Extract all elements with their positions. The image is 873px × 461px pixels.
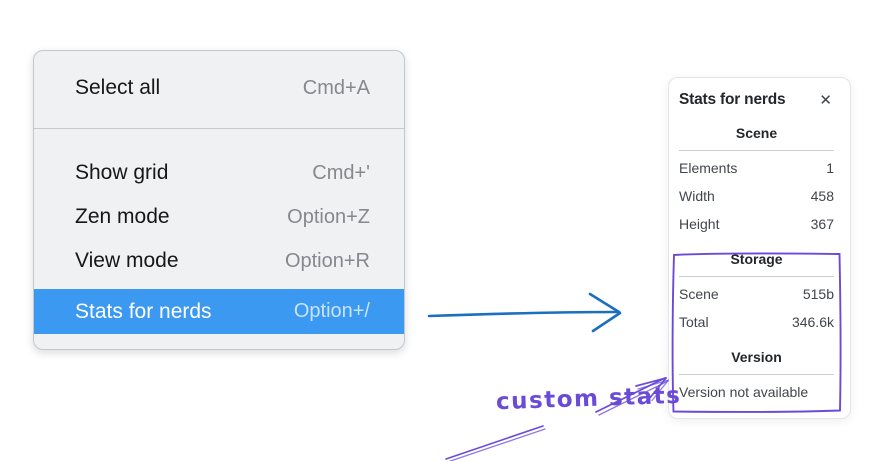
menu-item-view-mode[interactable]: View mode Option+R <box>34 239 404 283</box>
stat-row-scene-storage: Scene 515b <box>679 280 834 308</box>
section-divider <box>679 374 834 375</box>
section-heading-version: Version <box>731 349 782 365</box>
menu-item-label: View mode <box>75 249 179 272</box>
menu-item-shortcut: Cmd+A <box>302 76 370 99</box>
stat-label: Height <box>679 216 720 232</box>
stat-row-elements: Elements 1 <box>679 154 834 182</box>
stat-row-height: Height 367 <box>679 210 834 238</box>
stat-label: Elements <box>679 160 738 176</box>
stat-row-width: Width 458 <box>679 182 834 210</box>
stat-label: Scene <box>679 286 719 302</box>
menu-item-zen-mode[interactable]: Zen mode Option+Z <box>34 195 404 239</box>
context-menu: Select all Cmd+A Show grid Cmd+' Zen mod… <box>33 50 405 350</box>
menu-item-label: Show grid <box>75 161 169 184</box>
menu-item-select-all[interactable]: Select all Cmd+A <box>34 66 404 110</box>
menu-item-shortcut: Option+Z <box>287 205 370 228</box>
storage-stat-rows: Scene 515b Total 346.6k <box>679 280 834 336</box>
stats-panel: Stats for nerds ✕ Scene Elements 1 Width… <box>668 77 851 419</box>
menu-item-label: Stats for nerds <box>75 299 212 323</box>
menu-item-label: Select all <box>75 76 161 99</box>
stats-panel-title: Stats for nerds <box>679 91 786 108</box>
menu-item-stats-for-nerds[interactable]: Stats for nerds Option+/ <box>34 289 404 334</box>
stat-value: 1 <box>826 160 834 176</box>
stat-value: 346.6k <box>791 314 834 330</box>
menu-item-shortcut: Option+/ <box>293 300 370 322</box>
blue-arrow <box>427 292 622 333</box>
stat-value: 515b <box>802 286 834 302</box>
version-note: Version not available <box>679 384 809 400</box>
section-divider <box>679 150 834 151</box>
close-icon[interactable]: ✕ <box>819 91 832 109</box>
stat-value: 367 <box>810 216 834 232</box>
menu-item-show-grid[interactable]: Show grid Cmd+' <box>34 151 404 195</box>
stat-value: 458 <box>810 188 834 204</box>
stat-row-total-storage: Total 346.6k <box>679 308 834 336</box>
stat-label: Total <box>679 314 709 330</box>
menu-item-shortcut: Option+R <box>284 249 370 272</box>
menu-item-shortcut: Cmd+' <box>312 161 370 184</box>
section-heading-storage: Storage <box>730 251 783 267</box>
annotation-custom-stats-label: custom stats <box>495 382 682 416</box>
stats-panel-header: Stats for nerds ✕ <box>679 88 834 112</box>
section-heading-scene: Scene <box>735 125 778 141</box>
stat-label: Width <box>679 188 715 204</box>
menu-item-label: Zen mode <box>75 205 170 228</box>
section-divider <box>679 276 834 277</box>
menu-divider <box>34 128 404 129</box>
scene-stat-rows: Elements 1 Width 458 Height 367 <box>679 154 834 238</box>
